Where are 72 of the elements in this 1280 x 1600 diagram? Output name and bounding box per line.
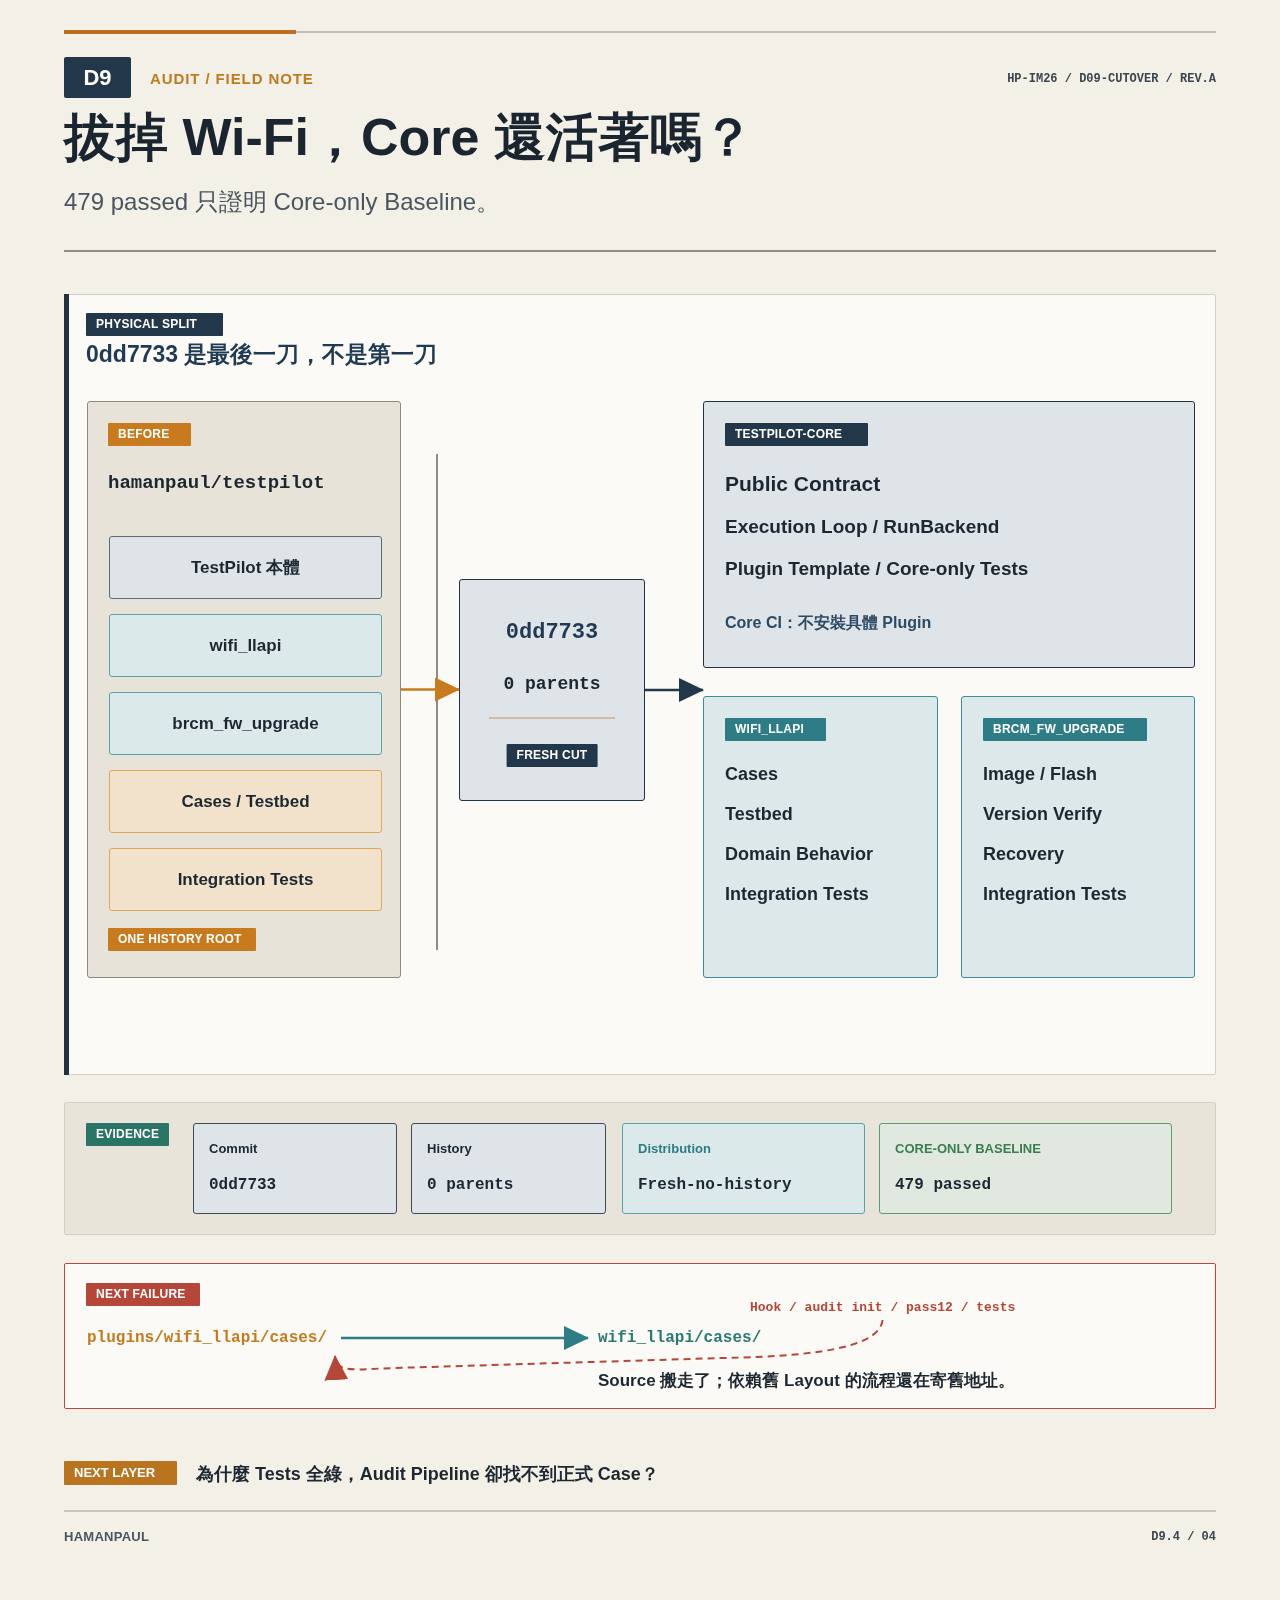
doc-code: HP-IM26 / D09-CUTOVER / REV.A [1007,71,1216,87]
tag-label: NEXT LAYER [64,1461,178,1485]
tag-label: EVIDENCE [86,1123,170,1146]
feature-text: Plugin Template / Core-only Tests [725,557,1029,581]
commit-box [459,579,645,801]
field-label: Commit [209,1140,258,1158]
evidence-card [879,1123,1172,1214]
field-value: Fresh-no-history [638,1175,792,1196]
kicker-text: AUDIT / FIELD NOTE [150,69,314,89]
feature-text: Cases [725,763,779,786]
evidence-panel [64,1102,1216,1235]
module-name: wifi_llapi [209,634,282,657]
feature-text: Integration Tests [725,883,869,906]
tag-label: BEFORE [108,423,192,446]
feature-text: Version Verify [983,803,1103,826]
tag-label: NEXT FAILURE [86,1283,200,1306]
path-text: plugins/wifi_llapi/cases/ [87,1327,328,1349]
tag-label: WIFI_LLAPI [725,718,827,741]
failure-panel [64,1263,1216,1409]
path-text: wifi_llapi/cases/ [598,1327,762,1349]
parent-count: 0 parents [503,673,601,696]
repo-name: hamanpaul/testpilot [108,471,325,496]
arrow [341,1326,589,1350]
page-title: 拔掉 Wi-Fi，Core 還活著嗎？ [64,107,754,168]
tag-label: ONE HISTORY ROOT [108,928,256,951]
evidence-card [622,1123,865,1214]
tag-label: PHYSICAL SPLIT [86,313,224,336]
field-value: 0 parents [427,1175,514,1196]
field-label: CORE-ONLY BASELINE [895,1140,1041,1158]
feature-text: Public Contract [725,471,881,497]
evidence-card [411,1123,606,1214]
module-name: brcm_fw_upgrade [172,712,319,735]
module-box [109,614,382,677]
repo-box [703,696,938,978]
footer-author: HAMANPAUL [64,1529,150,1545]
section-heading: 0dd7733 是最後一刀，不是第一刀 [86,340,438,369]
repo-box [961,696,1195,978]
repo-panel [87,401,401,978]
dashed-arrow [326,1319,884,1382]
field-value: 0dd7733 [209,1175,277,1196]
diagram-panel [64,294,1216,1075]
question-text: 為什麼 Tests 全綠，Audit Pipeline 卻找不到正式 Case？ [196,1463,659,1486]
tag-label: TESTPILOT-CORE [725,423,869,446]
arrow [645,678,704,702]
module-name: TestPilot 本體 [190,556,301,579]
module-name: Cases / Testbed [181,790,310,813]
field-label: Distribution [638,1140,711,1158]
feature-text: Recovery [983,843,1065,866]
module-box [109,536,382,599]
tag-label: FRESH CUT [506,744,598,767]
module-box [109,692,382,755]
feature-text: Execution Loop / RunBackend [725,515,1000,539]
arrow [401,677,460,702]
module-name: Integration Tests [177,868,314,891]
commit-hash: 0dd7733 [505,619,599,647]
note-text: Core CI：不安裝具體 Plugin [725,613,932,633]
field-value: 479 passed [895,1175,991,1196]
subtitle: 479 passed 只證明 Core-only Baseline。 [64,187,501,217]
feature-text: Domain Behavior [725,843,874,866]
module-box [109,770,382,833]
tag-label: BRCM_FW_UPGRADE [983,718,1147,741]
field-label: History [427,1140,472,1158]
feature-text: Testbed [725,803,793,826]
feature-text: Image / Flash [983,763,1098,786]
repo-box [703,401,1195,668]
feature-text: Integration Tests [983,883,1127,906]
evidence-card [193,1123,397,1214]
module-box [109,848,382,911]
note-text: Hook / audit init / pass12 / tests [750,1299,1016,1317]
note-text: Source 搬走了；依賴舊 Layout 的流程還在寄舊地址。 [598,1370,1015,1392]
chapter-tag: D9 [64,57,131,98]
page-number: D9.4 / 04 [1151,1529,1216,1545]
